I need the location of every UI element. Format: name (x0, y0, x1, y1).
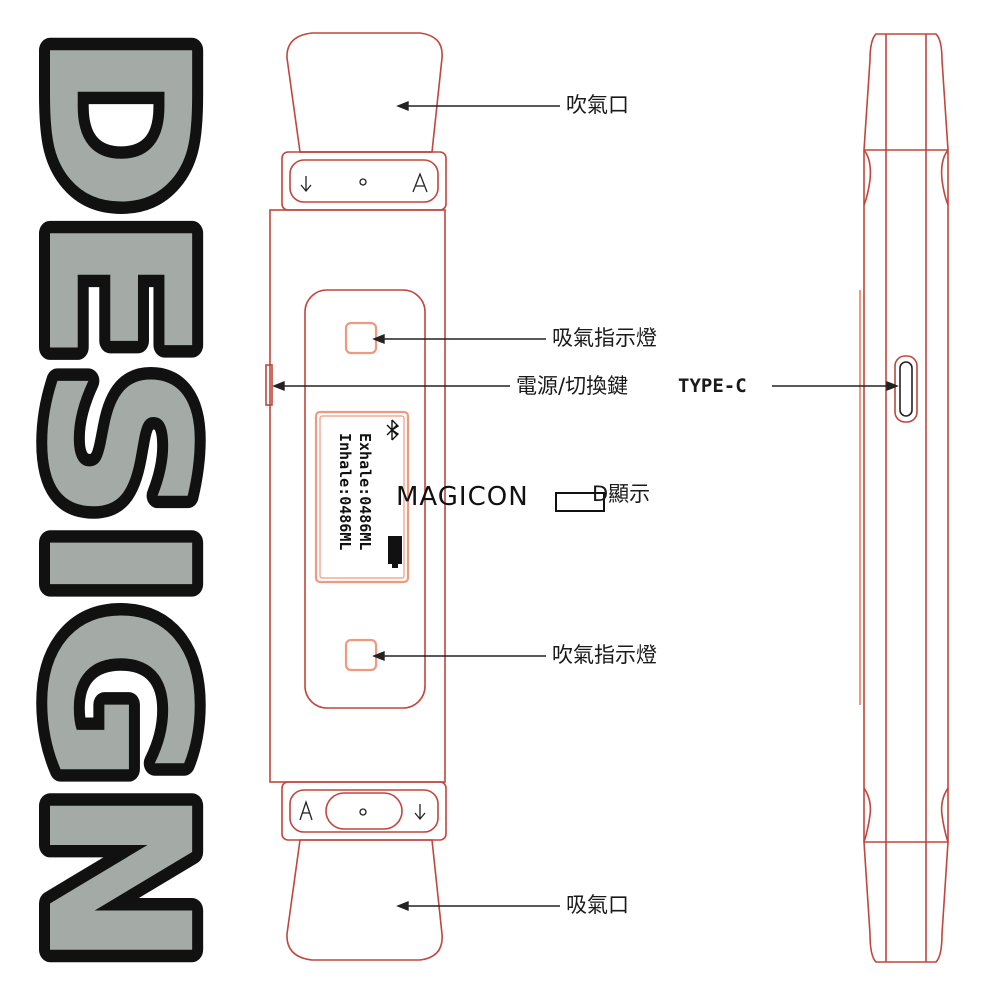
design-watermark: DESIGN (0, 0, 242, 1000)
lcd-exhale-text: Exhale:0486ML (356, 433, 374, 550)
side-outline (863, 33, 949, 963)
label-power-switch: 電源/切換鍵 (516, 374, 629, 398)
top-band-symbols (300, 172, 428, 193)
side-power-button (265, 364, 273, 406)
front-panel (304, 289, 426, 709)
type-c-port (894, 355, 918, 423)
letter-a-icon (412, 172, 428, 193)
bluetooth-icon (386, 419, 400, 441)
label-bottom-port: 吸氣口 (566, 893, 629, 917)
letter-a-icon (299, 799, 313, 821)
lcd-screen (314, 410, 410, 584)
lcd-inhale-text: Inhale:0486ML (336, 433, 354, 550)
bottom-band-symbols (299, 799, 426, 821)
battery-icon (388, 536, 402, 568)
label-lcd-display: D顯示 (592, 482, 651, 506)
front-view (265, 32, 447, 961)
label-inhale-indicator: 吸氣指示燈 (552, 326, 657, 350)
label-exhale-indicator: 吹氣指示燈 (552, 643, 657, 667)
top-mouthpiece (286, 32, 443, 153)
leader-lines (272, 100, 899, 912)
exhale-indicator-light (344, 638, 378, 672)
bottom-mouthpiece (286, 839, 443, 961)
label-type-c: TYPE-C (678, 375, 747, 397)
design-watermark-text: DESIGN (4, 30, 225, 970)
lcd-text-group: Exhale:0486ML Inhale:0486ML (336, 433, 374, 550)
arrow-down-icon (300, 176, 312, 193)
inhale-indicator-light (344, 321, 378, 355)
brand-logo-text: MAGICON (396, 482, 529, 512)
dot-icon (359, 808, 367, 816)
side-view (859, 33, 949, 963)
label-top-inhale-port: 吹氣口 (566, 93, 629, 117)
arrow-down-icon (414, 804, 426, 821)
dot-icon (359, 178, 367, 186)
